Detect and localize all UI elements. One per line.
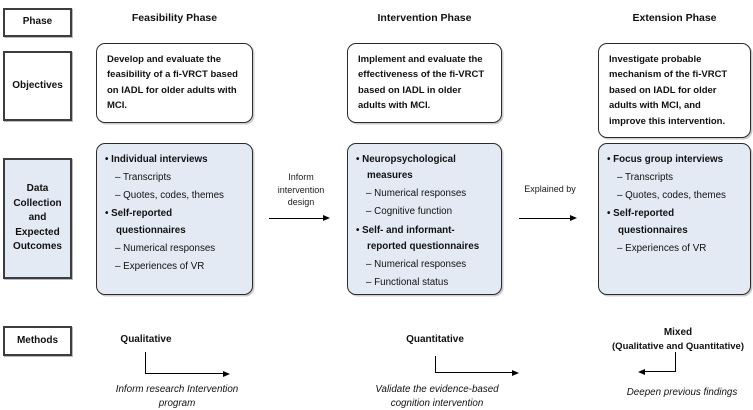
row-label-objectives: Objectives — [3, 51, 72, 121]
objective-box-intervention: Implement and evaluate the effectiveness… — [347, 43, 502, 123]
right-arrow-icon — [519, 214, 577, 221]
method-label-mixed-title: Mixed — [663, 327, 693, 338]
column-header-extension: Extension Phase — [632, 12, 717, 24]
list-item: – Transcripts — [115, 172, 172, 184]
elbow-right-arrow-icon — [145, 352, 230, 378]
method-label-mixed-subtitle: (Qualitative and Quantitative) — [612, 341, 744, 352]
list-item: • Self-reported questionnaires — [105, 208, 186, 236]
elbow-left-arrow-icon — [638, 352, 676, 376]
list-item: – Functional status — [366, 277, 449, 289]
connector-label-inform-intervention-design: Inform intervention design — [277, 172, 325, 208]
list-item: – Transcripts — [617, 172, 674, 184]
list-item: • Focus group interviews — [607, 154, 724, 165]
objective-box-feasibility: Develop and evaluate the feasibility of … — [96, 43, 253, 123]
row-label-methods: Methods — [3, 326, 72, 356]
list-item: • Neuropsychological measures — [356, 154, 456, 182]
data-box-extension: • Focus group interviews – Transcripts –… — [598, 143, 751, 295]
method-label-mixed: Mixed (Qualitative and Quantitative) — [610, 326, 746, 353]
list-item: • Self-reported questionnaires — [607, 208, 688, 236]
list-item: – Experiences of VR — [617, 242, 707, 254]
method-note-extension: Deepen previous findings — [626, 387, 738, 398]
list-item: – Numerical responses — [366, 258, 467, 270]
data-box-feasibility: • Individual interviews – Transcripts – … — [96, 143, 253, 295]
row-label-phase: Phase — [3, 8, 72, 37]
connector-label-explained-by: Explained by — [524, 184, 576, 194]
data-box-intervention: • Neuropsychological measures – Numerica… — [347, 143, 502, 295]
list-item: • Individual interviews — [105, 154, 208, 165]
method-note-feasibility: Inform research Intervention program — [115, 384, 239, 410]
row-label-data-collection: Data Collection and Expected Outcomes — [3, 158, 72, 279]
list-item: – Quotes, codes, themes — [115, 190, 224, 202]
list-item: – Numerical responses — [115, 242, 216, 254]
objective-box-extension: Investigate probable mechanism of the fi… — [598, 43, 751, 138]
method-label-quantitative: Quantitative — [406, 334, 464, 345]
list-item: • Self- and informant-reported questionn… — [356, 224, 480, 252]
method-note-intervention: Validate the evidence-based cognition in… — [375, 384, 499, 410]
list-item: – Experiences of VR — [115, 260, 205, 272]
list-item: – Cognitive function — [366, 206, 453, 218]
right-arrow-icon — [269, 214, 330, 221]
elbow-right-arrow-icon — [435, 356, 519, 377]
column-header-feasibility: Feasibility Phase — [131, 12, 218, 24]
list-item: – Numerical responses — [366, 188, 467, 200]
method-label-qualitative: Qualitative — [120, 334, 172, 345]
list-item: – Quotes, codes, themes — [617, 190, 726, 202]
column-header-intervention: Intervention Phase — [377, 12, 472, 24]
